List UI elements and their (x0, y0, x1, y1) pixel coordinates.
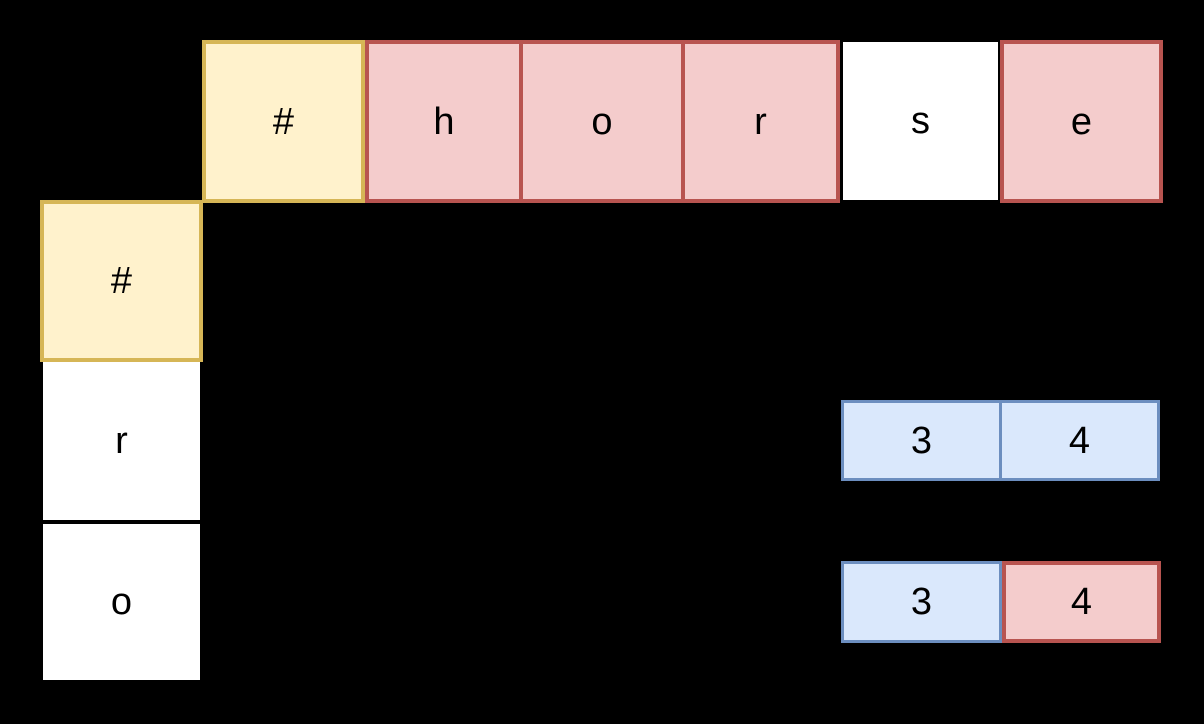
top-row-cell-e: e (1000, 40, 1163, 203)
result-row-1-cell-3: 3 (841, 400, 1002, 481)
top-row-cell-r: r (681, 40, 840, 203)
left-column-cell-r: r (43, 362, 200, 520)
top-row-cell-h: h (365, 40, 523, 203)
result-row-1-cell-4: 4 (999, 400, 1160, 481)
left-column-cell-o: o (43, 524, 200, 680)
top-row-cell-s: s (843, 42, 998, 200)
top-row-cell-o: o (519, 40, 685, 203)
top-row-cell-hash: # (202, 40, 365, 203)
left-column-cell-hash: # (40, 200, 203, 362)
result-row-2-cell-4: 4 (1002, 561, 1161, 643)
result-row-2-cell-3: 3 (841, 561, 1002, 643)
